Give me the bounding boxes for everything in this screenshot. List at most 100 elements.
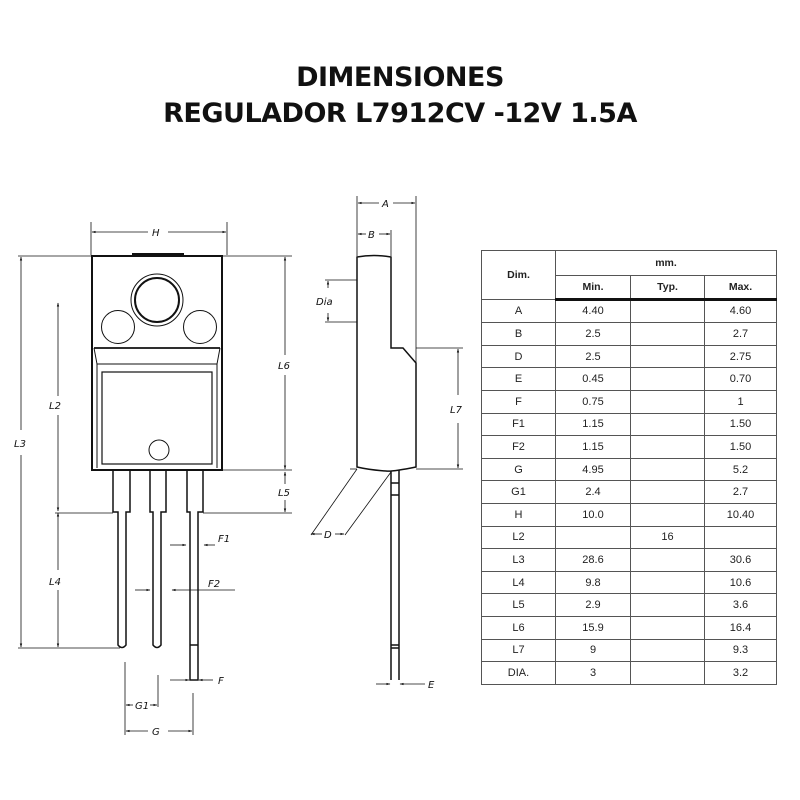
cell-min: 0.75	[555, 389, 631, 414]
side-dimension-lines	[310, 196, 463, 686]
label-F1: F1	[218, 534, 230, 545]
cell-max: 5.2	[704, 457, 777, 482]
label-L6: L6	[278, 361, 290, 372]
table-row: L2 16	[481, 525, 777, 550]
cell-min: 4.40	[555, 298, 631, 324]
cell-dim: E	[481, 367, 556, 391]
title-line-2: REGULADOR L7912CV -12V 1.5A	[163, 98, 637, 129]
cell-dim: L2	[481, 525, 556, 550]
cell-max: 1.50	[704, 412, 777, 437]
header-dim: Dim.	[481, 250, 556, 300]
cell-typ	[630, 638, 705, 663]
cell-min: 3	[555, 661, 631, 685]
cell-max: 0.70	[704, 367, 777, 391]
cell-min: 1.15	[555, 435, 631, 459]
cell-min	[555, 525, 631, 550]
cell-dim: F2	[481, 435, 556, 459]
label-B: B	[368, 230, 375, 241]
label-D: D	[324, 530, 332, 541]
cell-typ	[630, 661, 705, 685]
title-line-1: DIMENSIONES	[296, 62, 504, 93]
cell-dim: F	[481, 389, 556, 414]
cell-max: 16.4	[704, 615, 777, 640]
cell-max: 2.75	[704, 344, 777, 369]
label-A: A	[381, 199, 389, 210]
cell-typ	[630, 435, 705, 459]
cell-dim: H	[481, 502, 556, 527]
label-Dia: Dia	[316, 297, 333, 308]
label-F: F	[218, 676, 224, 687]
cell-max: 3.6	[704, 593, 777, 617]
cell-typ	[630, 412, 705, 437]
label-L7: L7	[450, 405, 463, 416]
cell-max: 10.40	[704, 502, 777, 527]
label-G1: G1	[135, 701, 149, 712]
cell-dim: DIA.	[481, 661, 556, 685]
front-dimension-lines	[18, 222, 292, 735]
cell-max: 30.6	[704, 548, 777, 572]
cell-min: 1.15	[555, 412, 631, 437]
cell-max	[704, 525, 777, 550]
cell-dim: L6	[481, 615, 556, 640]
cell-dim: L3	[481, 548, 556, 572]
cell-min: 9	[555, 638, 631, 663]
cell-typ	[630, 593, 705, 617]
cell-dim: F1	[481, 412, 556, 437]
cell-typ	[630, 548, 705, 572]
cell-typ	[630, 480, 705, 504]
cell-dim: L4	[481, 570, 556, 595]
cell-typ	[630, 570, 705, 595]
header-max: Max.	[704, 275, 777, 301]
cell-typ	[630, 344, 705, 369]
cell-min: 2.5	[555, 344, 631, 369]
label-F2: F2	[208, 579, 220, 590]
cell-typ: 16	[630, 525, 705, 550]
cell-dim: L7	[481, 638, 556, 663]
cell-max: 4.60	[704, 298, 777, 324]
cell-typ	[630, 322, 705, 346]
cell-min: 0.45	[555, 367, 631, 391]
header-min: Min.	[555, 275, 631, 301]
cell-dim: L5	[481, 593, 556, 617]
cell-typ	[630, 615, 705, 640]
cell-min: 2.9	[555, 593, 631, 617]
cell-typ	[630, 502, 705, 527]
side-view-body	[356, 254, 417, 680]
label-L2: L2	[49, 401, 61, 412]
cell-typ	[630, 457, 705, 482]
label-E: E	[428, 680, 435, 691]
label-H: H	[152, 228, 160, 239]
cell-max: 9.3	[704, 638, 777, 663]
label-L3: L3	[14, 439, 26, 450]
cell-typ	[630, 298, 705, 324]
cell-max: 1.50	[704, 435, 777, 459]
cell-min: 15.9	[555, 615, 631, 640]
cell-min: 4.95	[555, 457, 631, 482]
front-view-body	[91, 253, 223, 471]
label-L4: L4	[49, 577, 61, 588]
cell-max: 10.6	[704, 570, 777, 595]
header-typ: Typ.	[630, 275, 705, 301]
cell-dim: G1	[481, 480, 556, 504]
label-L5: L5	[278, 488, 290, 499]
cell-min: 28.6	[555, 548, 631, 572]
cell-dim: D	[481, 344, 556, 369]
header-unit: mm.	[555, 250, 777, 276]
cell-min: 10.0	[555, 502, 631, 527]
